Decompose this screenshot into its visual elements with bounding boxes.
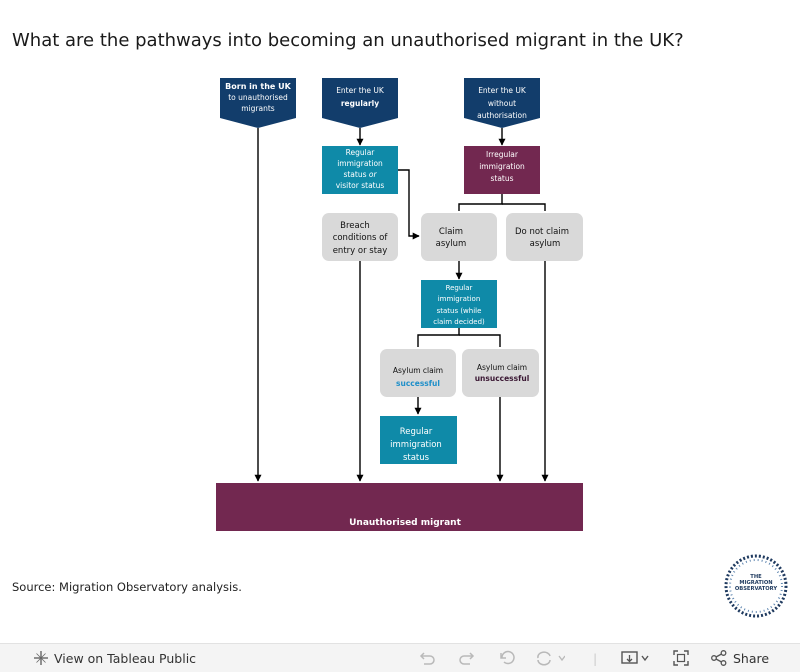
undo-button[interactable] <box>418 644 436 672</box>
svg-text:regularly: regularly <box>341 99 379 108</box>
box-breach-conditions: Breach conditions of entry or stay <box>322 213 398 261</box>
box-do-not-claim-asylum: Do not claim asylum <box>506 213 583 261</box>
svg-text:immigration: immigration <box>479 162 525 171</box>
undo-icon <box>418 650 436 666</box>
svg-text:visitor status: visitor status <box>336 181 385 190</box>
page-title: What are the pathways into becoming an u… <box>12 30 684 51</box>
share-icon <box>710 649 728 667</box>
svg-text:status or: status or <box>343 170 377 179</box>
box-asylum-unsuccessful: Asylum claim unsuccessful <box>462 349 539 397</box>
source-note: Source: Migration Observatory analysis. <box>12 580 242 594</box>
svg-text:status: status <box>403 453 430 463</box>
svg-text:Born in the UK: Born in the UK <box>225 82 291 91</box>
box-regular-final: Regular immigration status <box>380 416 457 464</box>
redo-button[interactable] <box>458 644 476 672</box>
svg-text:status (while: status (while <box>437 307 482 315</box>
svg-text:claim decided): claim decided) <box>433 318 485 326</box>
revert-icon <box>498 650 516 666</box>
branch-decision-right <box>459 334 501 347</box>
download-icon <box>620 649 652 667</box>
box-regular-while-claim: Regular immigration status (while claim … <box>421 280 497 328</box>
svg-text:unsuccessful: unsuccessful <box>475 374 530 383</box>
connectors <box>254 128 549 482</box>
svg-text:without: without <box>488 99 516 108</box>
share-button[interactable]: Share <box>710 644 769 672</box>
refresh-button[interactable] <box>535 644 565 672</box>
svg-text:Claim: Claim <box>439 227 463 237</box>
arrow-regular-to-claim <box>398 169 420 240</box>
refresh-icon <box>535 650 565 666</box>
box-regular-status-or-visitor: Regular immigration status or visitor st… <box>322 146 398 194</box>
svg-text:migrants: migrants <box>241 104 275 113</box>
svg-text:Asylum claim: Asylum claim <box>393 366 443 375</box>
svg-text:status: status <box>490 174 513 183</box>
svg-text:Irregular: Irregular <box>486 150 519 159</box>
share-label: Share <box>733 650 770 666</box>
svg-text:Regular: Regular <box>346 148 376 157</box>
branch-irregular-right <box>502 203 546 211</box>
svg-text:conditions of: conditions of <box>333 233 389 243</box>
svg-text:authorisation: authorisation <box>477 111 527 120</box>
svg-text:entry or stay: entry or stay <box>333 246 388 256</box>
svg-text:Regular: Regular <box>446 284 473 292</box>
box-born-in-uk: Born in the UK to unauthorised migrants <box>220 78 296 128</box>
svg-text:Do not claim: Do not claim <box>515 227 569 237</box>
svg-text:Breach: Breach <box>340 221 370 231</box>
svg-text:Enter the UK: Enter the UK <box>336 86 385 95</box>
box-claim-asylum: Claim asylum <box>421 213 497 261</box>
fullscreen-icon <box>672 649 690 667</box>
svg-text:asylum: asylum <box>530 239 561 249</box>
svg-text:Unauthorised migrant: Unauthorised migrant <box>349 518 461 528</box>
box-asylum-successful: Asylum claim successful <box>380 349 456 397</box>
box-enter-without-authorisation: Enter the UK without authorisation <box>464 78 540 128</box>
branch-decision <box>417 328 460 347</box>
download-button[interactable] <box>620 644 652 672</box>
box-irregular-status: Irregular immigration status <box>464 146 540 194</box>
svg-text:immigration: immigration <box>390 440 442 450</box>
svg-text:Asylum claim: Asylum claim <box>477 363 527 372</box>
migration-observatory-logo: THE MIGRATION OBSERVATORY <box>722 552 790 620</box>
redo-icon <box>458 650 476 666</box>
branch-irregular <box>458 193 503 211</box>
view-on-tableau-label: View on Tableau Public <box>54 650 197 666</box>
box-unauthorised-migrant: Unauthorised migrant <box>216 483 583 531</box>
svg-text:asylum: asylum <box>436 239 467 249</box>
view-on-tableau-button[interactable]: View on Tableau Public <box>33 644 196 672</box>
tableau-toolbar: View on Tableau Public | Share <box>0 643 800 672</box>
pathway-diagram: Born in the UK to unauthorised migrants … <box>216 78 583 531</box>
svg-text:successful: successful <box>396 379 440 388</box>
toolbar-divider: | <box>593 650 598 666</box>
svg-text:Regular: Regular <box>400 427 433 437</box>
svg-text:immigration: immigration <box>438 295 481 303</box>
svg-text:to unauthorised: to unauthorised <box>228 93 288 102</box>
tableau-logo-icon <box>33 650 49 666</box>
svg-text:Enter the UK: Enter the UK <box>478 86 527 95</box>
fullscreen-button[interactable] <box>672 644 690 672</box>
box-enter-regularly: Enter the UK regularly <box>322 78 398 128</box>
revert-button[interactable] <box>498 644 516 672</box>
svg-text:immigration: immigration <box>337 159 383 168</box>
